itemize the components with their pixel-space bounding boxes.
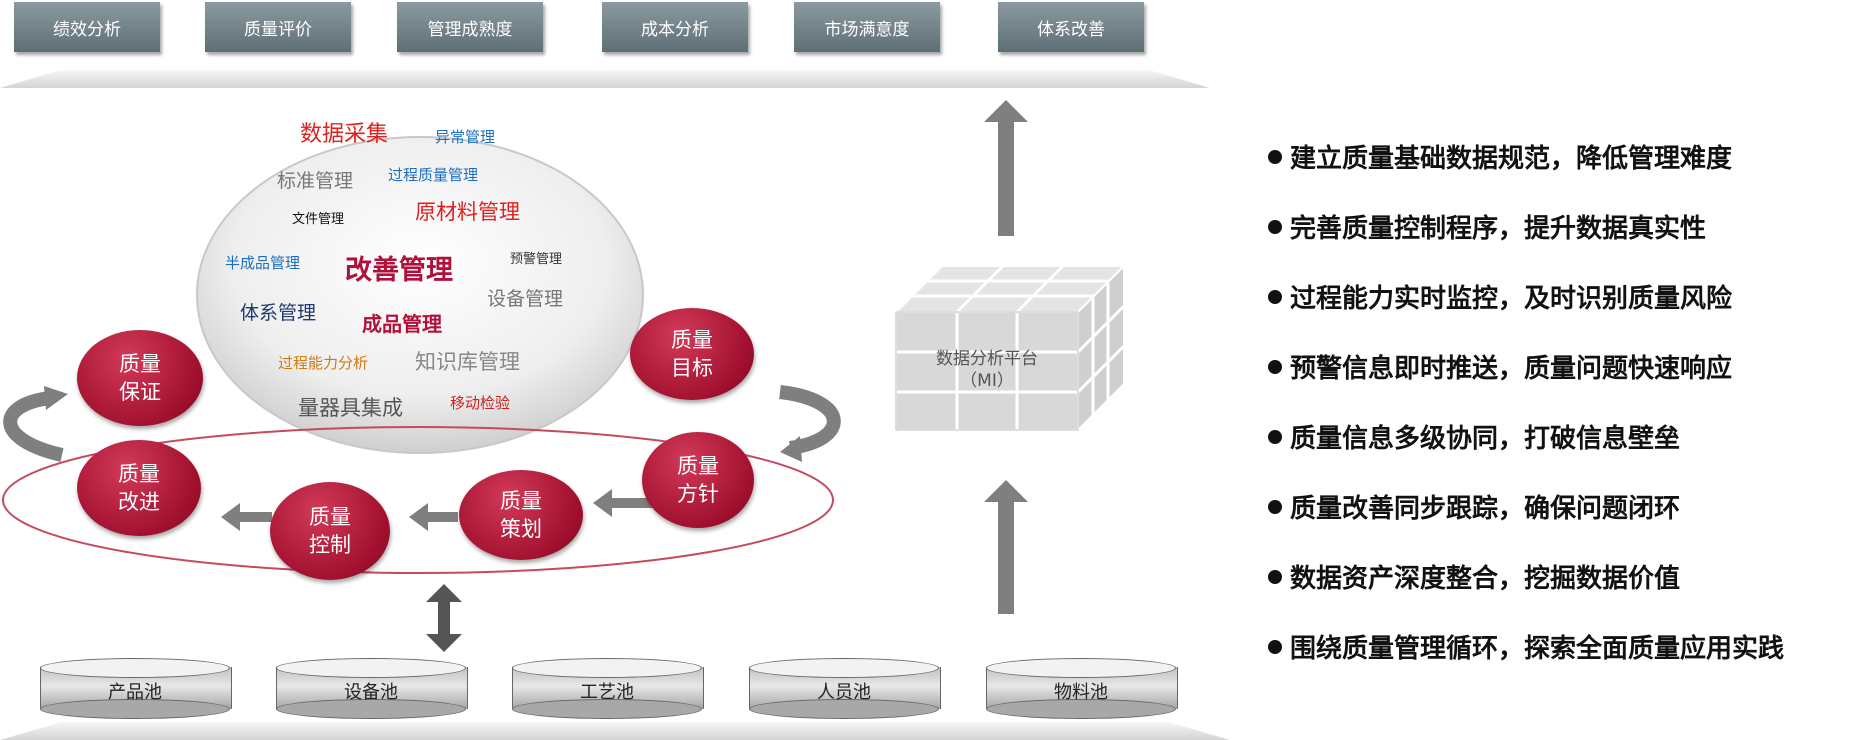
cycle-arrows [221, 489, 652, 531]
cloud-word-equipment-management: 设备管理 [487, 288, 564, 310]
bullet-dot-icon [1268, 359, 1282, 374]
bullet-dot-icon [1268, 639, 1282, 654]
cloud-word-gauge-integration: 量器具集成 [298, 396, 403, 420]
cloud-word-warning-management: 预警管理 [510, 252, 563, 267]
pool-equipment[interactable]: 设备池 [276, 658, 468, 719]
bullet-item: 质量信息多级协同，打破信息壁垒 [1268, 418, 1680, 455]
bullet-item: 数据资产深度整合，挖掘数据价值 [1268, 558, 1680, 595]
module-market-satisfaction[interactable]: 市场满意度 [794, 2, 940, 52]
arrow-to-platform [984, 480, 1028, 614]
bullet-dot-icon [1268, 569, 1282, 584]
bullet-item: 质量改善同步跟踪，确保问题闭环 [1268, 488, 1680, 525]
cloud-word-process-capability: 过程能力分析 [278, 354, 369, 372]
cloud-word-raw-material: 原材料管理 [415, 200, 520, 224]
bottom-shelf [0, 722, 1230, 740]
node-quality-policy[interactable]: 质量方针 [642, 432, 754, 528]
module-performance-analysis[interactable]: 绩效分析 [14, 2, 160, 52]
curve-arrow-left [3, 391, 64, 462]
module-cloud [196, 136, 644, 454]
platform-cube [893, 263, 1127, 433]
bullet-item: 建立质量基础数据规范，降低管理难度 [1268, 138, 1732, 175]
arrow-to-modules [984, 100, 1028, 236]
bullet-dot-icon [1268, 289, 1282, 304]
bullet-item: 预警信息即时推送，质量问题快速响应 [1268, 348, 1732, 385]
cloud-word-system-management: 体系管理 [240, 302, 317, 324]
cycle-diagram [2, 100, 1028, 652]
cloud-word-exception-management: 异常管理 [435, 128, 496, 146]
pool-personnel[interactable]: 人员池 [749, 658, 941, 719]
node-quality-improvement[interactable]: 质量改进 [77, 440, 201, 536]
cloud-word-finished-product: 成品管理 [362, 312, 442, 336]
top-shelf [0, 70, 1210, 88]
bullet-dot-icon [1268, 149, 1282, 164]
cloud-word-semi-finished: 半成品管理 [225, 254, 301, 272]
node-quality-control[interactable]: 质量控制 [270, 482, 390, 580]
cloud-word-data-collection: 数据采集 [300, 122, 389, 147]
cloud-word-knowledge-base: 知识库管理 [415, 350, 520, 374]
node-quality-target[interactable]: 质量目标 [630, 308, 754, 400]
cloud-word-process-quality: 过程质量管理 [388, 166, 479, 184]
module-quality-evaluation[interactable]: 质量评价 [205, 2, 351, 52]
module-management-maturity[interactable]: 管理成熟度 [397, 2, 543, 52]
curve-arrow-right [779, 385, 841, 455]
bullet-dot-icon [1268, 429, 1282, 444]
pool-product[interactable]: 产品池 [40, 658, 232, 719]
bullet-item: 过程能力实时监控，及时识别质量风险 [1268, 278, 1732, 315]
cloud-word-file-management: 文件管理 [292, 212, 345, 227]
bullet-item: 完善质量控制程序，提升数据真实性 [1268, 208, 1706, 245]
node-quality-assurance[interactable]: 质量保证 [77, 330, 203, 426]
platform-label: 数据分析平台 （MI） [936, 349, 1038, 391]
pool-material[interactable]: 物料池 [986, 658, 1178, 719]
cloud-word-standard-management: 标准管理 [277, 170, 354, 192]
bullet-item: 围绕质量管理循环，探索全面质量应用实践 [1268, 628, 1784, 665]
module-cost-analysis[interactable]: 成本分析 [602, 2, 748, 52]
module-system-improvement[interactable]: 体系改善 [998, 2, 1144, 52]
cloud-word-mobile-inspection: 移动检验 [450, 394, 511, 412]
double-arrow [426, 584, 462, 652]
bullet-dot-icon [1268, 219, 1282, 234]
bullet-dot-icon [1268, 499, 1282, 514]
pool-process[interactable]: 工艺池 [512, 658, 704, 719]
cloud-word-improvement-management: 改善管理 [345, 255, 453, 286]
cycle-ring [2, 426, 834, 574]
node-quality-planning[interactable]: 质量策划 [459, 470, 583, 560]
